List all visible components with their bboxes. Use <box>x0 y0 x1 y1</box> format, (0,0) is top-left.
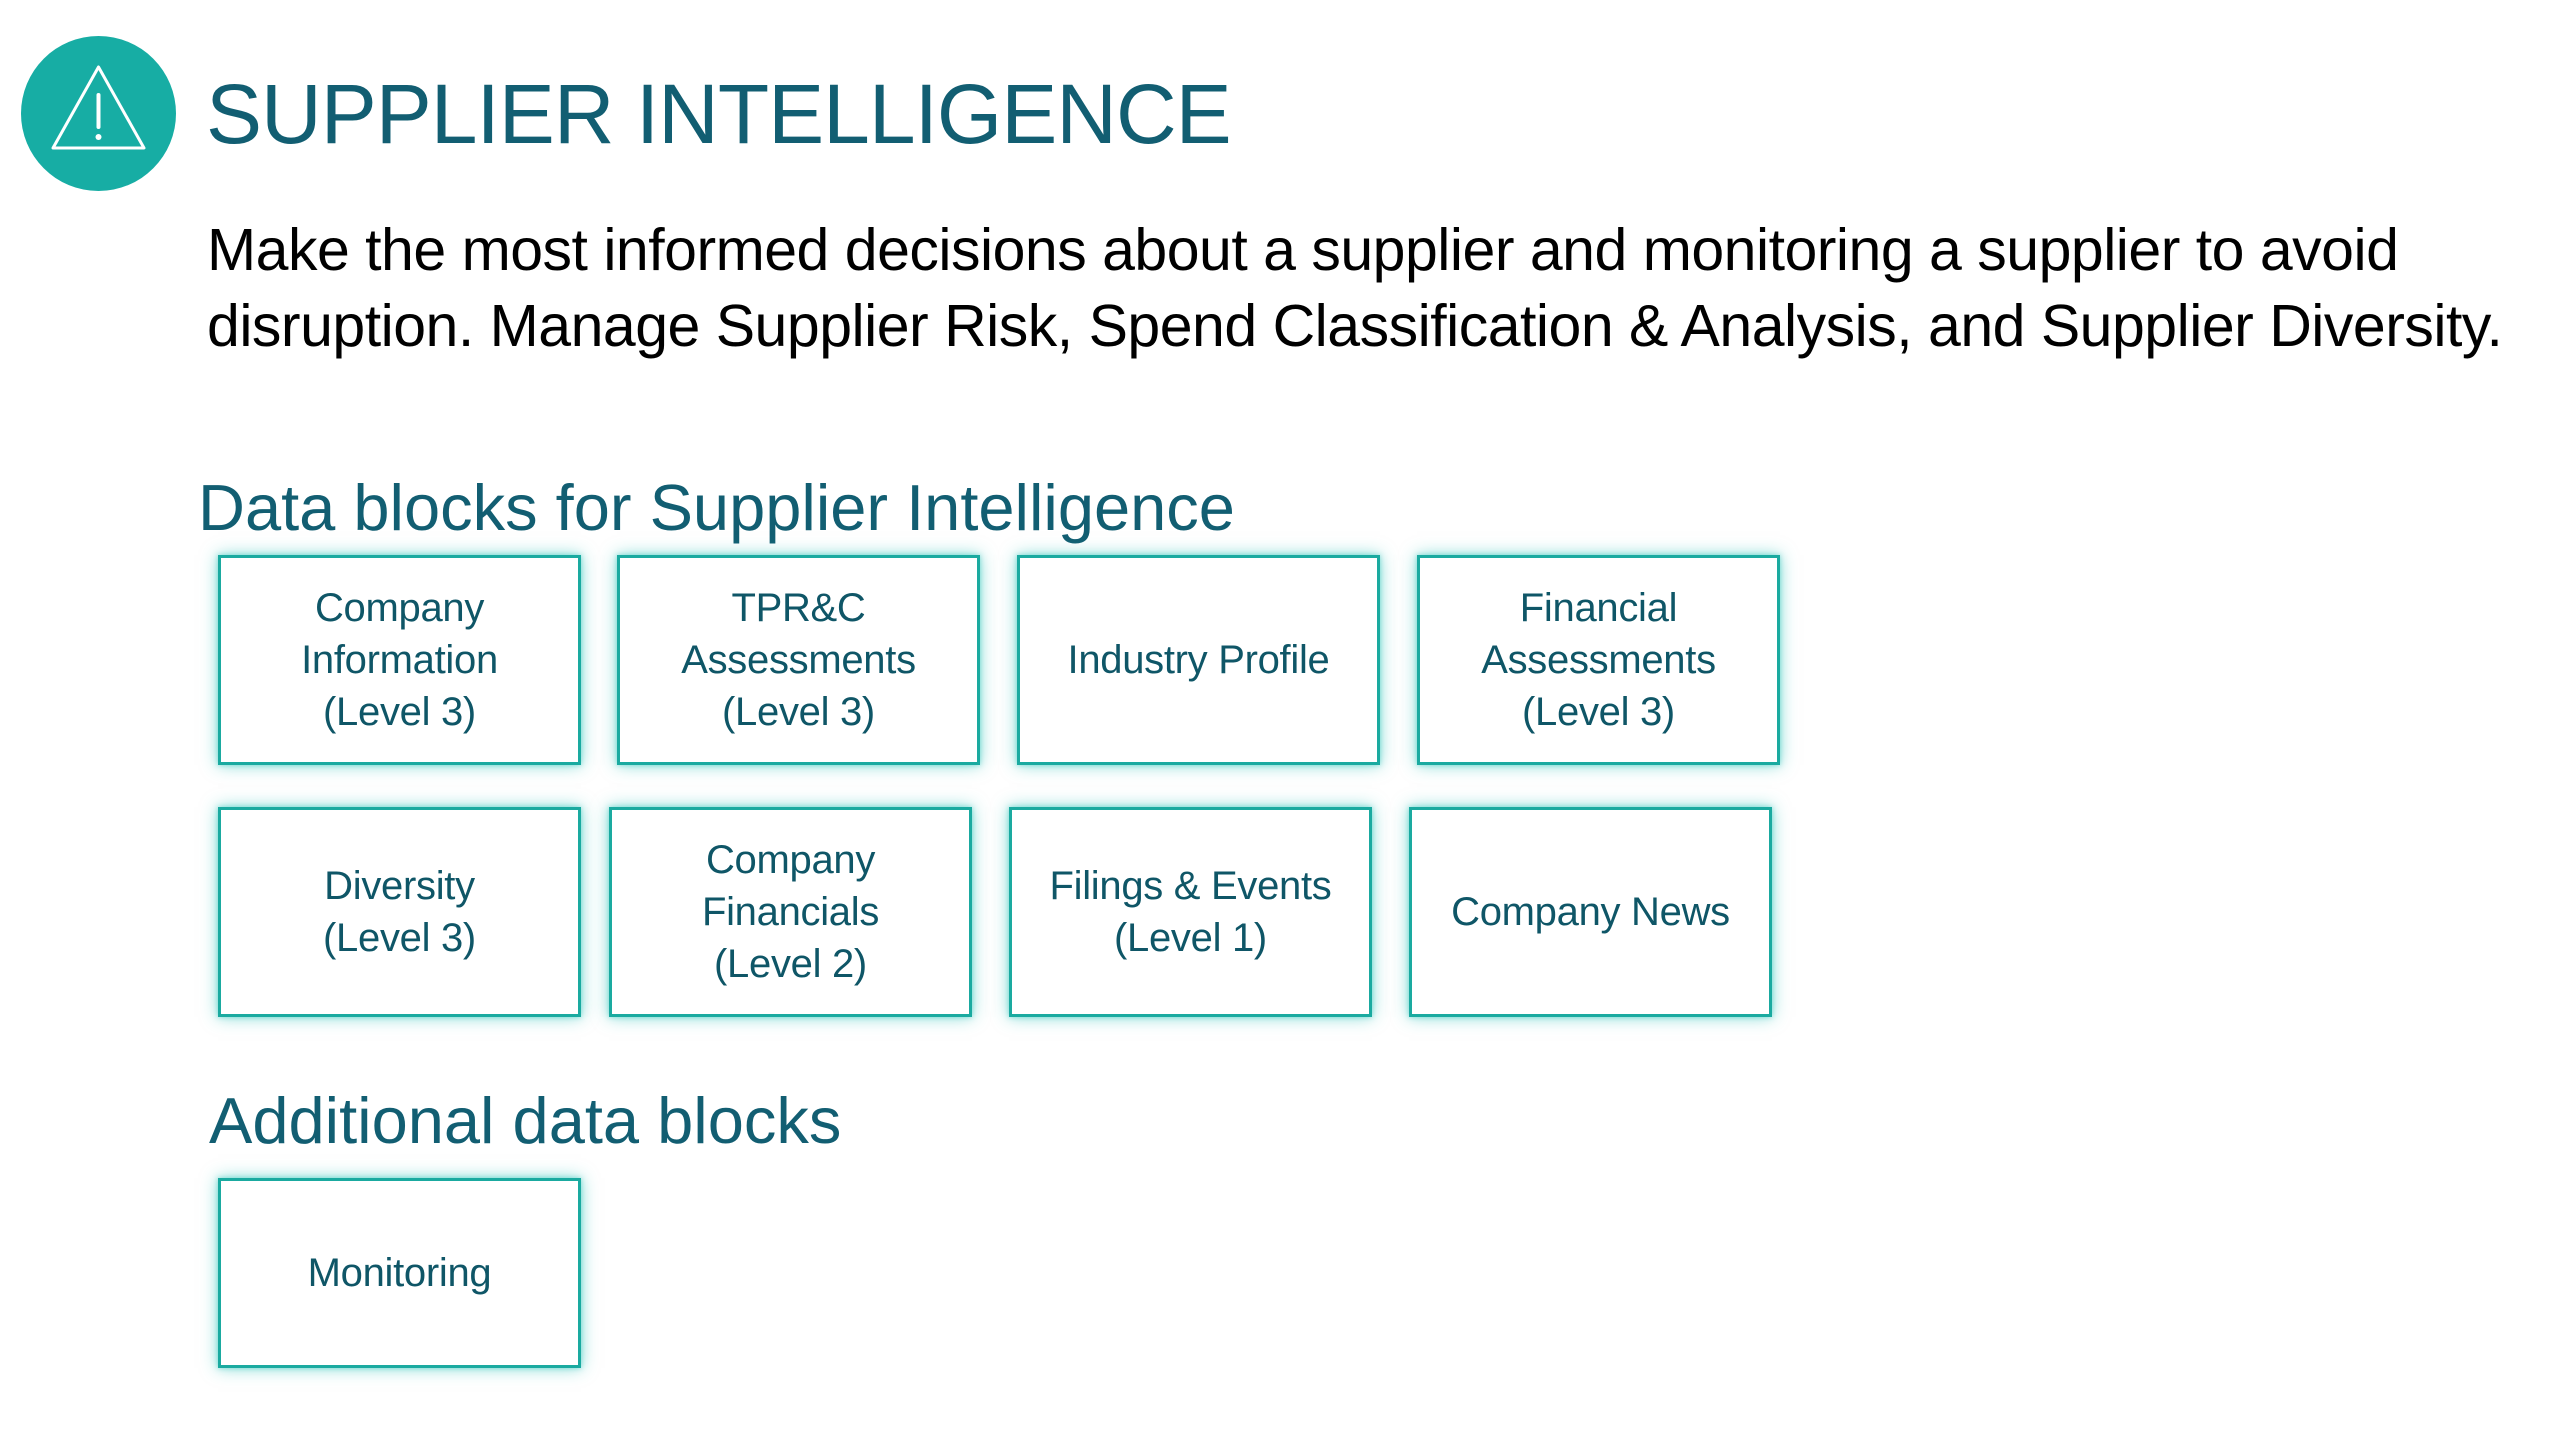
warning-badge <box>21 36 176 191</box>
data-block-company-news: Company News <box>1409 807 1772 1017</box>
data-block-label: Company Information (Level 3) <box>301 586 498 734</box>
additional-section-heading: Additional data blocks <box>209 1084 842 1157</box>
data-block-label: Industry Profile <box>1067 638 1330 682</box>
data-block-financial-assessments: Financial Assessments (Level 3) <box>1417 555 1780 765</box>
data-block-company-information: Company Information (Level 3) <box>218 555 581 765</box>
data-block-company-financials: Company Financials (Level 2) <box>609 807 972 1017</box>
data-block-label: Monitoring <box>307 1251 492 1295</box>
data-block-industry-profile: Industry Profile <box>1017 555 1380 765</box>
data-block-label: TPR&C Assessments (Level 3) <box>681 586 916 734</box>
data-block-tprc-assessments: TPR&C Assessments (Level 3) <box>617 555 980 765</box>
primary-section-heading: Data blocks for Supplier Intelligence <box>198 471 1235 544</box>
data-block-diversity: Diversity (Level 3) <box>218 807 581 1017</box>
page-description: Make the most informed decisions about a… <box>207 217 2503 359</box>
data-block-label: Diversity (Level 3) <box>323 864 476 960</box>
data-block-filings-events: Filings & Events (Level 1) <box>1009 807 1372 1017</box>
data-block-label: Company News <box>1451 890 1730 934</box>
page-title: SUPPLIER INTELLIGENCE <box>206 67 1232 161</box>
data-block-monitoring: Monitoring <box>218 1178 581 1368</box>
warning-icon <box>51 65 146 150</box>
data-block-label: Financial Assessments (Level 3) <box>1481 586 1716 734</box>
data-block-label: Filings & Events (Level 1) <box>1049 864 1332 960</box>
data-block-label: Company Financials (Level 2) <box>701 838 880 986</box>
